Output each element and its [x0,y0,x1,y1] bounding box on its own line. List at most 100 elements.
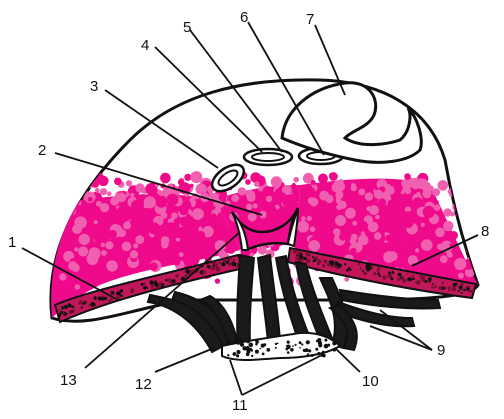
cell-dot [410,178,421,189]
cell-dot [59,273,66,280]
cell-dot [75,284,80,289]
cell-dot [121,196,126,201]
cell-dot [161,241,169,249]
band-speckle [438,286,442,290]
cell-dot [79,234,90,245]
basal-speckle [318,353,320,355]
cell-dot [387,199,398,210]
cell-dot [308,197,315,204]
band-speckle [377,273,380,276]
cell-dot [404,173,411,180]
cell-dot [463,195,469,201]
band-speckle [219,262,221,264]
cell-dot [108,252,115,259]
cell-dot [107,191,112,196]
band-speckle [323,259,327,263]
cell-dot [283,199,291,207]
cell-dot [133,243,138,248]
label-3: 3 [90,78,98,95]
oval-5 [244,149,292,165]
cell-dot [471,173,477,179]
label-6: 6 [240,9,248,26]
band-speckle [406,273,408,275]
cell-dot [108,230,117,239]
cell-dot [279,192,286,199]
band-speckle [78,300,83,305]
cell-dot [130,193,134,197]
band-speckle [452,284,454,286]
cell-dot [447,252,453,258]
cell-dot [432,188,440,196]
basal-speckle [247,340,250,343]
cell-dot [421,239,433,251]
basal-speckle [277,343,279,345]
cell-dot [254,181,260,187]
cell-dot [250,172,261,183]
band-speckle [130,288,134,292]
cell-dot [351,185,357,191]
cell-dot [105,241,113,249]
cell-dot [174,218,181,225]
cell-dot [358,189,365,196]
band-speckle [413,278,415,280]
band-speckle [330,260,335,265]
band-speckle [102,295,105,298]
band-speckle [460,283,464,287]
cell-dot [160,173,171,184]
band-speckle [443,287,445,289]
cell-dot [57,200,66,209]
cell-dot [339,201,347,209]
cell-dot [449,231,458,240]
cell-dot [402,236,414,248]
cell-dot [231,194,239,202]
cell-dot [426,189,432,195]
band-speckle [66,313,68,315]
cell-dot [458,273,464,279]
cell-dot [363,221,368,226]
basal-speckle [311,354,314,357]
band-speckle [67,303,71,307]
basal-speckle [234,340,237,343]
band-speckle [322,264,325,267]
cell-dot [253,203,258,208]
label-5: 5 [183,19,191,36]
label-4: 4 [141,37,149,54]
cell-dot [68,202,78,212]
band-speckle [335,261,337,263]
cell-dot [245,179,251,185]
band-speckle [64,305,68,309]
cell-dot [374,232,382,240]
basal-speckle [287,341,290,344]
basal-speckle [324,344,329,349]
cell-dot [308,240,320,252]
cell-dot [462,173,471,182]
band-speckle [379,275,381,277]
band-speckle [408,277,411,280]
band-speckle [431,286,434,289]
band-speckle [172,279,176,283]
band-speckle [459,286,463,290]
cell-dot [149,262,158,271]
band-speckle [434,285,437,288]
band-speckle [378,266,381,269]
cell-dot [434,204,440,210]
band-speckle [337,263,341,267]
basal-speckle [295,344,297,346]
band-speckle [461,292,463,294]
cell-dot [188,226,194,232]
cell-dot [271,176,282,187]
cell-dot [318,174,328,184]
cell-dot [435,200,439,204]
cell-dot [421,223,425,227]
cell-dot [172,257,180,265]
band-speckle [222,265,224,267]
band-speckle [71,305,74,308]
cell-dot [466,188,476,198]
label-10: 10 [362,373,379,390]
band-speckle [312,256,314,258]
basal-speckle [317,338,321,342]
basal-speckle [227,354,229,356]
basal-speckle [236,350,240,354]
band-speckle [61,306,64,309]
band-speckle [297,259,299,261]
